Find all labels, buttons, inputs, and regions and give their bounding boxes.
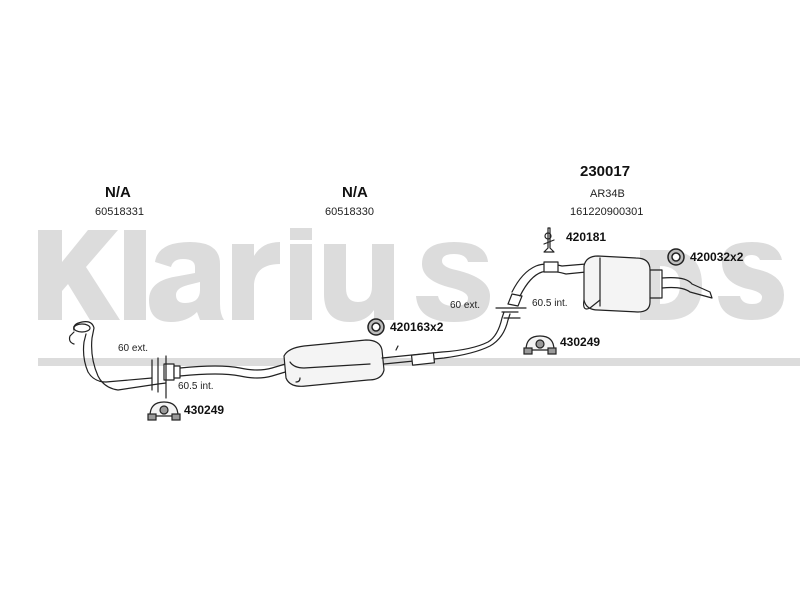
front-joint (151, 355, 181, 399)
rear-pipe (511, 261, 587, 297)
middle-silencer (283, 339, 385, 387)
part-ring-rear: 420032x2 (690, 250, 744, 264)
front-code: 60518331 (95, 206, 144, 218)
rear-code: 161220900301 (570, 206, 644, 218)
ring-icon-rear (667, 248, 685, 266)
front-int-label: 60.5 int. (178, 381, 214, 392)
rear-joint (495, 293, 527, 319)
rear-silencer (583, 255, 713, 313)
rear-heading: 230017 (580, 163, 631, 180)
clamp-icon-front (147, 401, 181, 421)
part-clamp-rear: 430249 (560, 335, 601, 349)
rear-ext-label: 60 ext. (450, 300, 481, 311)
part-ring-middle: 420163x2 (390, 320, 444, 334)
middle-pipe-rear (381, 311, 511, 366)
rear-subheading: AR34B (590, 188, 625, 200)
rear-int-label: 60.5 int. (532, 298, 568, 309)
middle-heading: N/A (342, 184, 368, 201)
ring-icon-middle (367, 318, 385, 336)
part-hanger-rear: 420181 (566, 230, 607, 244)
hanger-420181 (543, 227, 555, 253)
clamp-icon-rear (523, 335, 557, 355)
front-heading: N/A (105, 184, 131, 201)
middle-pipe-front (179, 361, 293, 379)
part-clamp-front: 430249 (184, 403, 225, 417)
front-ext-label: 60 ext. (118, 343, 149, 354)
middle-code: 60518330 (325, 206, 374, 218)
front-pipe (68, 321, 167, 391)
